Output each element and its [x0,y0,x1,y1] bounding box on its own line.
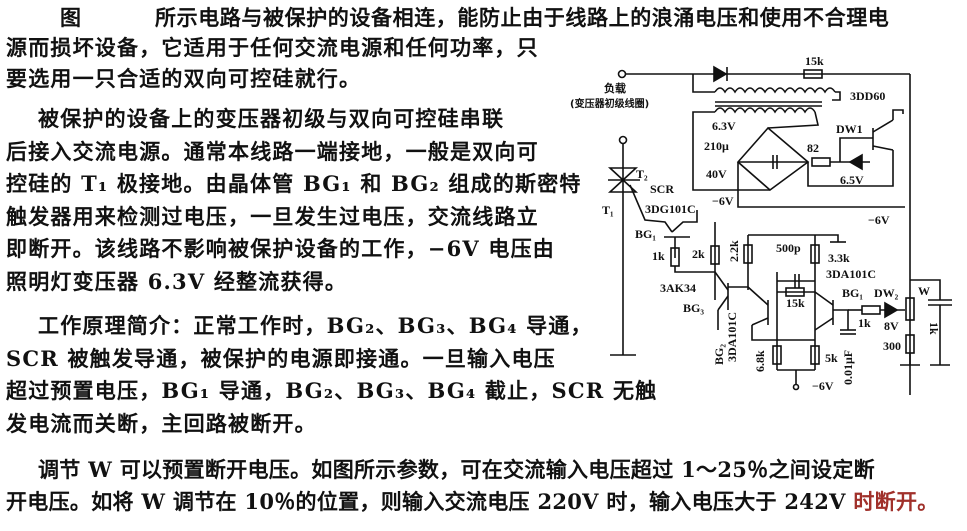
label: 3DG101C [645,202,696,216]
paragraph-line: 工作原理简介：正常工作时，BG₂、BG₃、BG₄ 导通， [38,313,593,338]
line-text: 开电压。如将 W 调节在 10％的位置，则输入交流电压 220V 时，输入电压大… [6,489,854,514]
label: 500p [776,241,801,255]
label: 210μ [704,139,729,153]
paragraph-line: 触发器用来检测过电压，一旦发生过电压，交流线路立 [6,204,539,229]
resistor-5k [810,345,820,365]
neg6v-terminal [792,383,800,391]
label: 15k [805,54,824,68]
resistor-15k [803,69,823,79]
label: 3AK34 [660,281,696,295]
label: 82 [807,141,819,155]
bridge-rectifier [736,126,810,192]
label: 5k [825,351,838,365]
input-terminal [617,69,627,79]
label: 3.3k [828,251,850,265]
paragraph-line: 超过预置电压，BG₁ 导通，BG₂、BG₃、BG₄ 截止，SCR 无触 [6,378,658,403]
transformer-primary [714,87,836,94]
label: BG₁ [842,286,863,300]
label: 300 [883,339,901,353]
label: 15k [786,296,805,310]
label: DW₂ [874,286,899,300]
resistor-1k [861,305,881,315]
label: 6.8k [753,350,767,372]
potentiometer-w[interactable] [905,297,915,321]
label: 1k [858,316,871,330]
label: 2.2k [727,240,741,262]
paragraph-line: 所示电路与被保护的设备相连，能防止由于线路上的浪涌电压和使用不合理电 [155,5,890,30]
label: 0.01μF [841,350,855,385]
paragraph-line: 即断开。该线路不影响被保护设备的工作，−6V 电压由 [6,236,556,261]
label: T₂ [636,167,648,181]
line-tail: 时断开。 [853,489,939,514]
label: BG₁ [635,227,656,241]
scr-terminal [618,135,628,145]
transformer-secondary [714,107,816,114]
paragraph-line: 要选用一只合适的双向可控硅就行。 [6,66,362,91]
paragraph-line: 源而损坏设备，它适用于任何交流电源和任何功率，只 [6,35,539,60]
label: −6V [812,379,834,393]
resistor-6-8k [772,345,782,365]
paragraph-line: 控硅的 T₁ 极接地。由晶体管 BG₁ 和 BG₂ 组成的斯密特 [6,171,582,196]
paragraph-line: 后接入交流电源。通常本线路一端接地，一般是双向可 [6,139,539,164]
figure-label: 图 [60,5,83,30]
label: 6.3V [712,119,736,133]
resistor-82 [811,157,831,167]
paragraph-line: 被保护的设备上的变压器初级与双向可控硅串联 [38,106,505,131]
scr-triac [607,167,639,182]
label-load: 负载 [604,81,626,95]
label: 8V [884,319,899,333]
label: 3DA101C [826,267,876,281]
label: −6V [868,213,890,227]
paragraph-line: 开电压。如将 W 调节在 10％的位置，则输入交流电压 220V 时，输入电压大… [6,489,939,515]
label: BG₃ [683,301,704,315]
label: 3DA101C [725,312,739,362]
paragraph-line: 照明灯变压器 6.3V 经整流获得。 [6,269,348,294]
label: SCR [650,182,674,196]
resistor-2-2k [743,244,753,264]
label: W [918,284,930,298]
label: 6.5V [840,173,864,187]
resistor-2k [710,245,720,265]
zener-dw1 [848,153,863,171]
paragraph-line: 调节 W 可以预置断开电压。如图所示参数，可在交流输入电压超过 1～25％之间设… [38,457,875,482]
diode-icon [713,65,728,83]
label: BG₂ [712,344,726,365]
label: DW1 [836,122,863,136]
label: 40V [706,167,727,181]
label-load-note: (变压器初级线圈) [570,97,649,110]
paragraph-line: 发电流而关断，主回路被断开。 [6,411,317,436]
paragraph-line: SCR 被触发导通，被保护的电源即接通。一旦输入电压 [6,346,556,371]
label: T₁ [602,203,614,217]
label: −6V [712,194,734,208]
label: 2k [692,247,705,261]
label: 1k [927,322,941,335]
label: 1k [652,249,665,263]
label: 3DD60 [850,89,885,103]
resistor-3-3k [810,244,820,264]
zener-dw2 [884,301,899,319]
